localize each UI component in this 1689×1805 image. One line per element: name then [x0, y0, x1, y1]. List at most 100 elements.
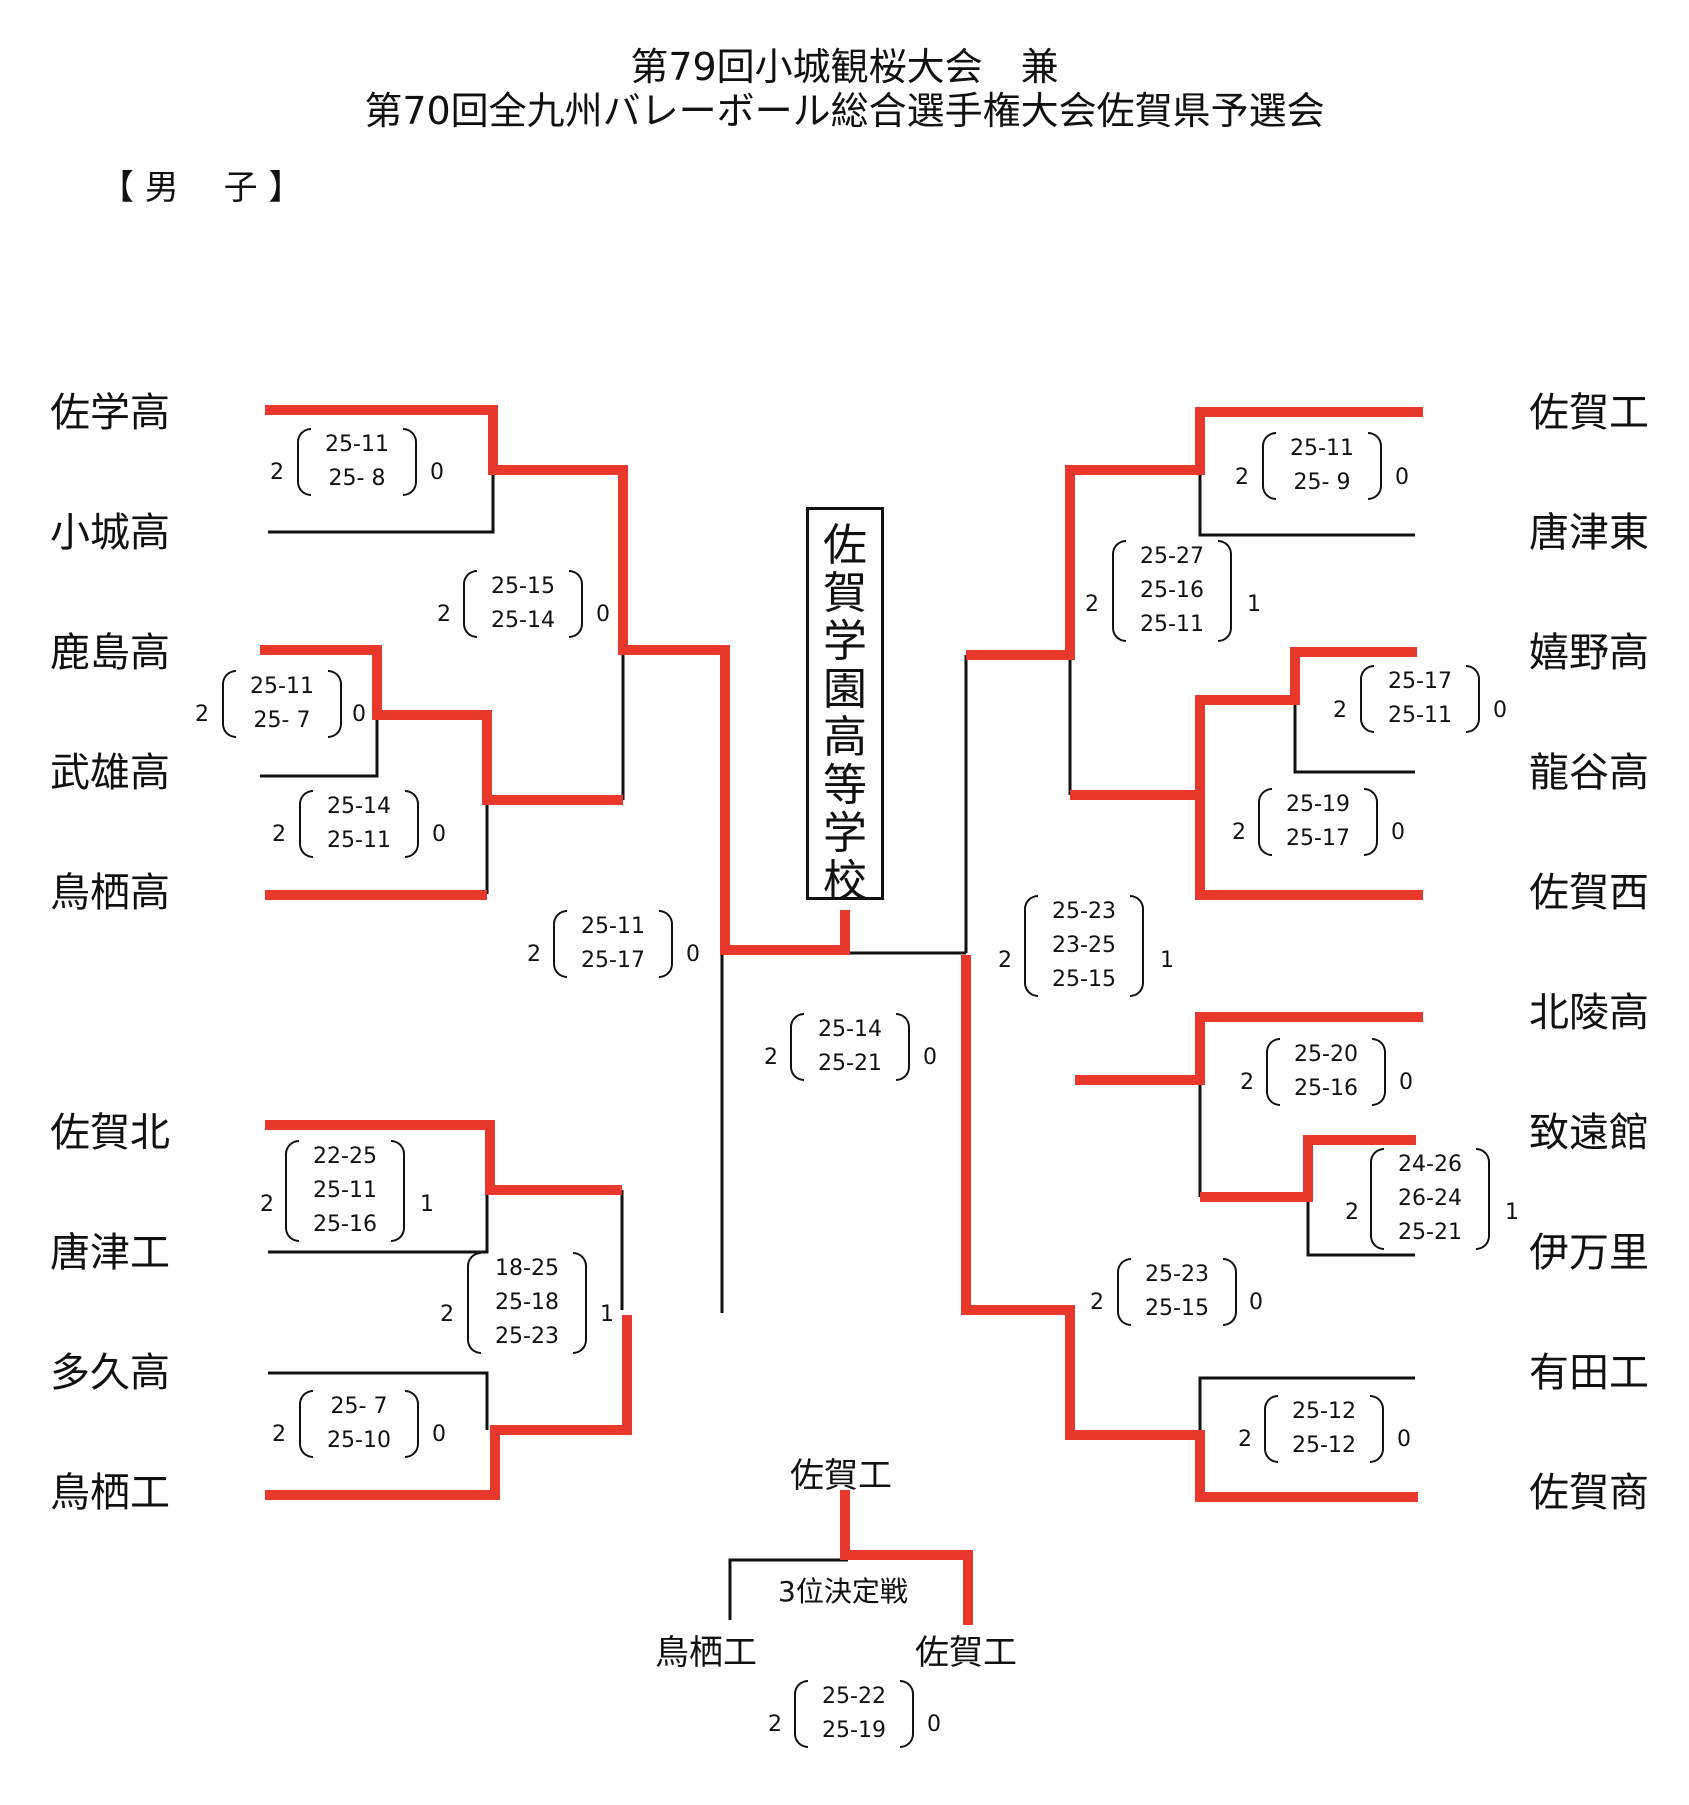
team-left-7: 唐津工 — [50, 1230, 170, 1276]
team-left-3: 鹿島高 — [50, 630, 170, 676]
set-score: 25-11 — [1388, 703, 1452, 728]
match-sets-lost: 0 — [1399, 1070, 1413, 1095]
team-left-8: 多久高 — [50, 1350, 170, 1396]
set-score: 25-11 — [1140, 612, 1204, 637]
match-sets-lost: 1 — [1247, 592, 1261, 617]
match-sets-won: 2 — [1333, 698, 1347, 723]
set-score: 25-18 — [495, 1290, 559, 1315]
match-sets-lost: 0 — [1249, 1290, 1263, 1315]
match-score: 25-15 25-14 — [463, 570, 583, 638]
match-sets-won: 2 — [1240, 1070, 1254, 1095]
match-sets-won: 2 — [270, 460, 284, 485]
set-score: 25-20 — [1294, 1042, 1358, 1067]
match-sets-won: 2 — [998, 948, 1012, 973]
match-sets-lost: 0 — [352, 702, 366, 727]
set-score: 25-21 — [1398, 1220, 1462, 1245]
set-score: 22-25 — [313, 1144, 377, 1169]
champion-box: 佐 賀 学 園 高 等 学 校 — [806, 507, 884, 906]
match-sets-lost: 0 — [430, 460, 444, 485]
match-sets-lost: 0 — [923, 1045, 937, 1070]
match-score: 25-22 25-19 — [794, 1680, 914, 1748]
match-sets-won: 2 — [440, 1302, 454, 1327]
team-right-1: 佐賀工 — [1529, 390, 1649, 436]
match-score: 25-14 25-21 — [790, 1013, 910, 1081]
third-place-team-left: 鳥栖工 — [655, 1633, 757, 1673]
set-score: 25- 9 — [1293, 470, 1351, 495]
match-sets-won: 2 — [272, 822, 286, 847]
champion-char: 学 — [823, 808, 867, 859]
match-sets-lost: 0 — [596, 602, 610, 627]
team-right-7: 致遠館 — [1529, 1110, 1649, 1156]
set-score: 25-23 — [1052, 899, 1116, 924]
set-score: 25-27 — [1140, 544, 1204, 569]
champion-char: 賀 — [823, 568, 867, 619]
team-right-8: 伊万里 — [1529, 1230, 1649, 1276]
set-score: 25-10 — [327, 1428, 391, 1453]
match-sets-won: 2 — [1232, 820, 1246, 845]
match-sets-won: 2 — [1238, 1427, 1252, 1452]
match-sets-lost: 1 — [1160, 948, 1174, 973]
set-score: 25-14 — [327, 794, 391, 819]
match-sets-lost: 0 — [432, 1422, 446, 1447]
set-score: 25-17 — [581, 948, 645, 973]
match-sets-won: 2 — [195, 702, 209, 727]
match-sets-lost: 0 — [1397, 1427, 1411, 1452]
match-sets-won: 2 — [260, 1192, 274, 1217]
match-sets-won: 2 — [272, 1422, 286, 1447]
set-score: 25-22 — [822, 1684, 886, 1709]
match-sets-lost: 0 — [1493, 698, 1507, 723]
match-sets-lost: 0 — [686, 942, 700, 967]
set-score: 25-21 — [818, 1051, 882, 1076]
set-score: 25-17 — [1286, 826, 1350, 851]
match-sets-lost: 0 — [927, 1712, 941, 1737]
set-score: 25-12 — [1292, 1399, 1356, 1424]
champion-char: 園 — [823, 664, 867, 715]
match-score: 25-12 25-12 — [1264, 1395, 1384, 1463]
set-score: 25-11 — [313, 1178, 377, 1203]
match-sets-lost: 1 — [420, 1192, 434, 1217]
match-score: 25- 7 25-10 — [299, 1390, 419, 1458]
match-score: 25-14 25-11 — [299, 790, 419, 858]
set-score: 25-23 — [1145, 1262, 1209, 1287]
match-score: 22-25 25-11 25-16 — [285, 1140, 405, 1242]
title-line-2: 第70回全九州バレーボール総合選手権大会佐賀県予選会 — [364, 89, 1325, 133]
set-score: 25-15 — [1052, 967, 1116, 992]
champion-char: 高 — [823, 712, 867, 763]
match-score: 25-19 25-17 — [1258, 788, 1378, 856]
match-score: 25-11 25- 7 — [222, 670, 342, 738]
team-right-3: 嬉野高 — [1529, 630, 1649, 676]
set-score: 23-25 — [1052, 933, 1116, 958]
match-sets-lost: 1 — [600, 1302, 614, 1327]
team-left-1: 佐学高 — [50, 390, 170, 436]
champion-char: 等 — [823, 760, 867, 811]
set-score: 25-12 — [1292, 1433, 1356, 1458]
match-sets-won: 2 — [527, 942, 541, 967]
set-score: 25-11 — [581, 914, 645, 939]
match-sets-lost: 1 — [1505, 1200, 1519, 1225]
third-place-winner: 佐賀工 — [790, 1456, 892, 1496]
match-score: 25-20 25-16 — [1266, 1038, 1386, 1106]
set-score: 25-16 — [1140, 578, 1204, 603]
match-score: 25-11 25-17 — [553, 910, 673, 978]
set-score: 25-17 — [1388, 669, 1452, 694]
team-left-6: 佐賀北 — [50, 1110, 170, 1156]
set-score: 25-14 — [818, 1017, 882, 1042]
title-line-1: 第79回小城観桜大会 兼 — [630, 45, 1059, 89]
set-score: 25-11 — [325, 432, 389, 457]
match-score: 25-11 25- 9 — [1262, 432, 1382, 500]
team-right-5: 佐賀西 — [1529, 870, 1649, 916]
champion-char: 校 — [823, 856, 867, 907]
team-left-4: 武雄高 — [50, 750, 170, 796]
match-sets-won: 2 — [764, 1045, 778, 1070]
set-score: 25-23 — [495, 1324, 559, 1349]
team-right-6: 北陵高 — [1529, 990, 1649, 1036]
set-score: 25-19 — [822, 1718, 886, 1743]
third-place-label: 3位決定戦 — [778, 1575, 908, 1608]
set-score: 25-14 — [491, 608, 555, 633]
third-place-team-right: 佐賀工 — [915, 1633, 1017, 1673]
set-score: 25-19 — [1286, 792, 1350, 817]
match-sets-won: 2 — [1085, 592, 1099, 617]
team-left-9: 鳥栖工 — [50, 1470, 170, 1516]
match-sets-won: 2 — [768, 1712, 782, 1737]
match-score: 25-17 25-11 — [1360, 665, 1480, 733]
